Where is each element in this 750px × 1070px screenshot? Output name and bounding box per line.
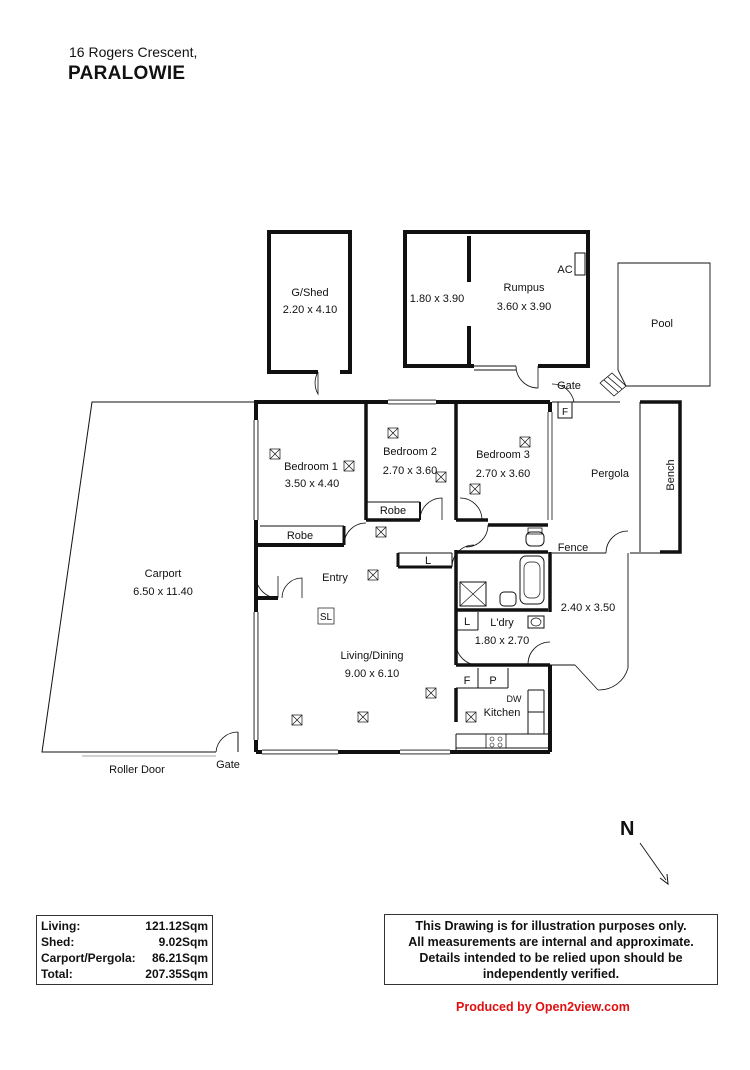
dishwasher-label: DW: [507, 694, 522, 704]
living-name: Living/Dining: [341, 650, 404, 662]
pool-name: Pool: [651, 318, 673, 330]
pool-outline: [617, 262, 711, 387]
disclaimer-line: Details intended to be relied upon shoul…: [419, 951, 683, 965]
robe2-label: Robe: [380, 505, 406, 517]
bedroom1-size: 3.50 x 4.40: [285, 478, 339, 490]
study-size: 1.80 x 3.90: [410, 293, 464, 305]
house-north-wall: [254, 400, 550, 598]
outdoor-size: 2.40 x 3.50: [561, 602, 615, 614]
disclaimer-line: independently verified.: [482, 967, 620, 981]
bench-label: Bench: [665, 459, 677, 490]
bedroom2-size: 2.70 x 3.60: [383, 465, 437, 477]
f-top-label: F: [562, 407, 568, 418]
pantry-label: P: [489, 675, 496, 687]
area-row-carport: Carport/Pergola: 86.21Sqm: [41, 950, 208, 966]
carport-name: Carport: [145, 568, 182, 580]
area-row-shed: Shed: 9.02Sqm: [41, 934, 208, 950]
gate-bottom-label: Gate: [216, 759, 240, 771]
disclaimer-line: All measurements are internal and approx…: [408, 935, 694, 949]
area-label: Carport/Pergola:: [41, 951, 136, 965]
area-label: Total:: [41, 967, 73, 981]
gshed-size: 2.20 x 4.10: [283, 304, 337, 316]
producer-credit: Produced by Open2view.com: [456, 1000, 630, 1014]
pergola-name: Pergola: [591, 468, 630, 480]
address-suburb: PARALOWIE: [68, 63, 186, 84]
gshed-name: G/Shed: [291, 287, 328, 299]
linen2-label: L: [464, 616, 470, 628]
disclaimer-box: This Drawing is for illustration purpose…: [384, 914, 718, 985]
gate-top-label: Gate: [557, 380, 581, 392]
linen1-label: L: [425, 555, 431, 567]
area-value: 9.02Sqm: [158, 935, 208, 949]
entry-name: Entry: [322, 572, 348, 584]
sl-label: SL: [320, 612, 333, 623]
fridge-label: F: [464, 675, 471, 687]
roller-door-label: Roller Door: [109, 764, 165, 776]
laundry-name: L'dry: [490, 617, 514, 629]
north-arrow: [639, 842, 667, 881]
address-street: 16 Rogers Crescent,: [69, 44, 198, 60]
living-size: 9.00 x 6.10: [345, 668, 399, 680]
area-summary: Living: 121.12Sqm Shed: 9.02Sqm Carport/…: [36, 915, 213, 985]
area-row-living: Living: 121.12Sqm: [41, 918, 208, 934]
bedroom3-name: Bedroom 3: [476, 449, 530, 461]
bedroom3-size: 2.70 x 3.60: [476, 468, 530, 480]
bench-wall: [640, 400, 682, 554]
rumpus-ac: AC: [557, 264, 572, 276]
rumpus-walls: [403, 230, 590, 368]
bedroom2-name: Bedroom 2: [383, 446, 437, 458]
carport-size: 6.50 x 11.40: [133, 586, 193, 598]
area-value: 207.35Sqm: [145, 967, 208, 981]
kitchen-name: Kitchen: [484, 707, 521, 719]
rumpus-size: 3.60 x 3.90: [497, 301, 551, 313]
carport-outline: [41, 401, 255, 753]
area-value: 121.12Sqm: [145, 919, 208, 933]
area-label: Shed:: [41, 935, 75, 949]
rumpus-name: Rumpus: [504, 282, 545, 294]
area-value: 86.21Sqm: [151, 951, 208, 965]
north-label: N: [620, 818, 635, 840]
fence-label: Fence: [558, 542, 589, 554]
laundry-size: 1.80 x 2.70: [475, 635, 529, 647]
pool-steps: [599, 372, 627, 397]
disclaimer-line: This Drawing is for illustration purpose…: [415, 919, 687, 933]
light-fixtures: [269, 427, 531, 726]
area-label: Living:: [41, 919, 81, 933]
area-row-total: Total: 207.35Sqm: [41, 966, 208, 982]
bedroom1-name: Bedroom 1: [284, 461, 338, 473]
robe1-label: Robe: [287, 530, 313, 542]
gshed-walls: [267, 230, 352, 374]
